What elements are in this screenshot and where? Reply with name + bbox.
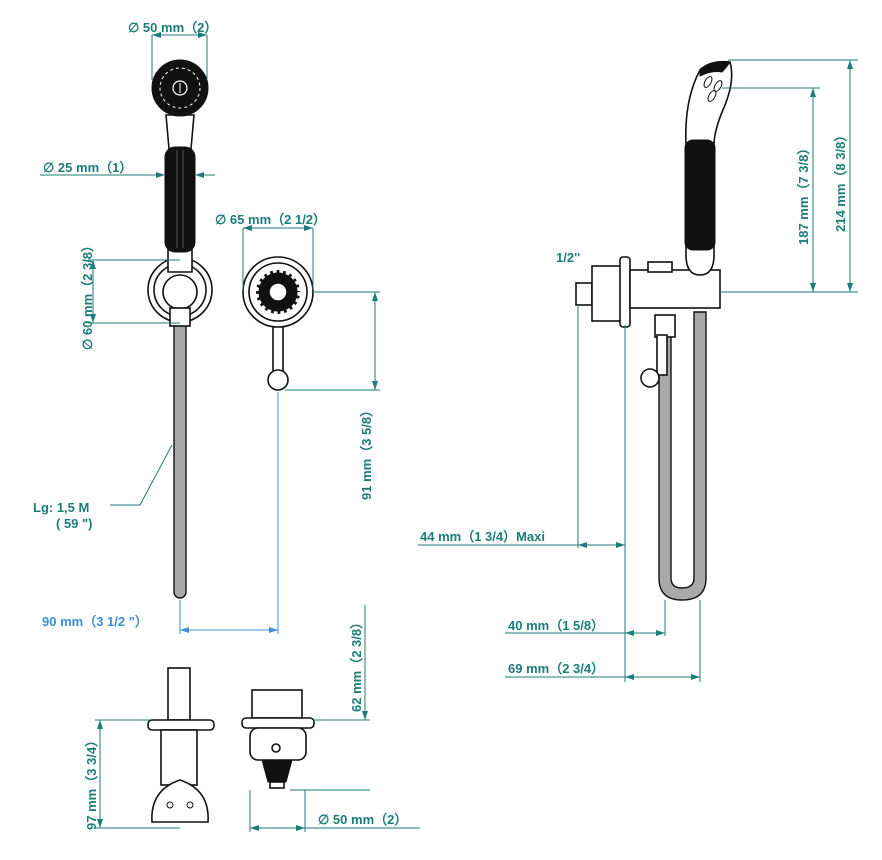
dim-hose-length: Lg: 1,5 M: [33, 500, 89, 515]
dim-depth-40: 40 mm（1 5/8）: [508, 618, 604, 633]
side-head: [684, 60, 733, 146]
dim-head-diameter: ∅ 50 mm（2）: [128, 20, 217, 35]
dim-height-214: 214 mm（8 3/8）: [833, 129, 848, 232]
dim-thread: 1/2'': [556, 250, 580, 265]
dim-handle-diameter: ∅ 25 mm（1）: [43, 160, 132, 175]
assembly-side-view: [575, 60, 733, 601]
holder-side-view: [147, 667, 215, 823]
hand-shower-front: [147, 59, 213, 599]
hose: [173, 321, 187, 599]
side-handle-grip: [684, 139, 716, 251]
dim-hose-length-inch: ( 59 "): [56, 516, 93, 531]
dim-spacing: 90 mm（3 1/2 "）: [42, 614, 148, 629]
dimension-lines-left: [40, 32, 380, 634]
dim-lever-height: 91 mm（3 5/8）: [359, 404, 374, 500]
dim-depth-44: 44 mm（1 3/4）Maxi: [420, 529, 545, 544]
dim-height-187: 187 mm（7 3/8）: [796, 142, 811, 245]
dimension-lines-right: [418, 59, 858, 682]
dim-holder-diameter: ∅ 60 mm（2 3/8）: [80, 239, 95, 350]
handle-grip: [164, 146, 196, 253]
dim-depth-69: 69 mm（2 3/4）: [508, 661, 604, 676]
dim-bottom-height: 97 mm（3 3/4）: [84, 734, 99, 830]
hose-loop: [658, 311, 707, 601]
dim-outlet-height: 62 mm（2 3/8）: [349, 616, 364, 712]
diverter-front: [242, 256, 314, 391]
dim-bottom-diameter: ∅ 50 mm（2）: [318, 812, 407, 827]
dim-flange-diameter: ∅ 65 mm（2 1/2）: [215, 212, 326, 227]
hose-nut: [654, 314, 676, 338]
dimension-lines-bottom: [95, 605, 420, 832]
diverter-side-view: [241, 689, 315, 789]
